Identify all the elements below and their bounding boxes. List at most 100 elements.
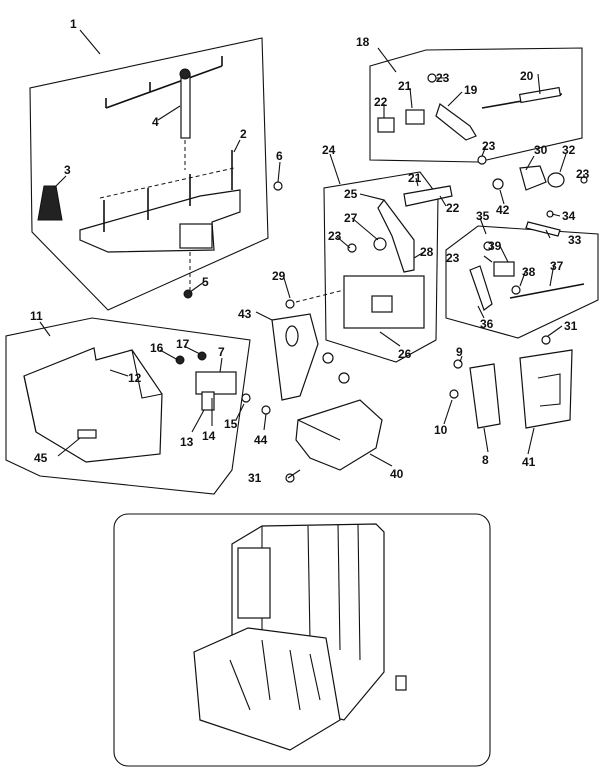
cover-40 <box>285 399 383 483</box>
callout-12: 12 <box>128 371 142 385</box>
screw-15 <box>241 393 251 403</box>
cover-slot <box>77 429 97 439</box>
link-33 <box>525 221 561 237</box>
collar-38 <box>511 285 521 295</box>
screw-23-top <box>427 73 437 83</box>
callout-8: 8 <box>482 453 489 467</box>
callout-36: 36 <box>480 317 494 331</box>
group-11-outline <box>5 317 251 495</box>
callout-25: 25 <box>344 187 358 201</box>
cover-40-body <box>295 399 383 471</box>
callout-23-c: 23 <box>576 167 590 181</box>
machine-side <box>237 547 271 619</box>
plate-43-hole <box>285 325 299 347</box>
spool-cap <box>37 185 63 221</box>
rod-tip <box>179 68 191 80</box>
callout-9: 9 <box>456 345 463 359</box>
group-1-thread-stand <box>29 37 283 311</box>
shaft-37 <box>509 283 585 299</box>
callout-41: 41 <box>522 455 536 469</box>
bracket-8 <box>469 363 501 429</box>
group-18-outline <box>369 47 583 163</box>
illustration-frame <box>113 513 491 767</box>
bushing-22 <box>377 117 395 133</box>
bracket-14 <box>195 371 237 395</box>
callout-7: 7 <box>218 345 225 359</box>
plate-43 <box>261 313 350 415</box>
callout-4: 4 <box>152 115 159 129</box>
callout-21-b: 21 <box>408 171 422 185</box>
callout-22-b: 22 <box>446 201 460 215</box>
callout-23-a: 23 <box>436 71 450 85</box>
screw-31-lower <box>285 473 295 483</box>
screw-16 <box>175 355 185 365</box>
callout-6: 6 <box>276 149 283 163</box>
leader-lines <box>39 29 585 479</box>
callout-31-a: 31 <box>564 319 578 333</box>
bracket-13 <box>201 391 215 411</box>
callout-32: 32 <box>562 143 576 157</box>
callout-23-b: 23 <box>482 139 496 153</box>
callout-38: 38 <box>522 265 536 279</box>
callout-37: 37 <box>550 259 564 273</box>
callout-14: 14 <box>202 429 216 443</box>
callout-40: 40 <box>390 467 404 481</box>
group-1-outline <box>29 37 269 311</box>
roller-32 <box>547 172 565 188</box>
screw-44 <box>261 405 271 415</box>
spool-pins <box>103 150 233 232</box>
callout-2: 2 <box>240 127 247 141</box>
callout-5: 5 <box>202 275 209 289</box>
plate-41-cutout <box>537 373 561 407</box>
callout-13: 13 <box>180 435 194 449</box>
drive-window <box>371 295 393 313</box>
bushing-39 <box>493 261 515 277</box>
nut-6 <box>273 181 283 191</box>
part-30 <box>519 165 547 191</box>
group-35-outline <box>445 225 599 339</box>
callout-11: 11 <box>30 309 43 323</box>
machine-base <box>193 627 341 751</box>
machine-mechanism <box>229 639 321 711</box>
screw-29 <box>285 299 295 309</box>
callout-3: 3 <box>64 163 71 177</box>
group-35-lower-looper <box>445 225 599 339</box>
group-24-outline <box>323 171 439 363</box>
cover-edges <box>23 349 163 433</box>
arm-25 <box>377 199 415 273</box>
callout-33: 33 <box>568 233 582 247</box>
group-11-front-cover <box>5 317 251 495</box>
nut-42 <box>492 178 504 190</box>
callout-24: 24 <box>322 143 336 157</box>
thread-guide-bar <box>105 56 223 109</box>
group-1-guides <box>99 140 235 292</box>
cover-40-edge <box>297 419 341 441</box>
callout-27: 27 <box>344 211 358 225</box>
arm-22 <box>403 185 453 207</box>
plate-41 <box>519 349 573 429</box>
callout-43: 43 <box>238 307 252 321</box>
callout-44: 44 <box>254 433 268 447</box>
callout-labels: 1 2 3 4 5 6 7 8 9 10 11 12 13 14 15 16 1… <box>30 17 590 485</box>
callout-30: 30 <box>534 143 548 157</box>
callout-1: 1 <box>70 17 77 31</box>
callout-18: 18 <box>356 35 370 49</box>
bushing-27 <box>373 237 387 251</box>
callout-10: 10 <box>434 423 448 437</box>
callout-20: 20 <box>520 69 534 83</box>
callout-28: 28 <box>420 245 434 259</box>
plate-43-body <box>271 313 319 401</box>
callout-23-e: 23 <box>328 229 342 243</box>
callout-42: 42 <box>496 203 510 217</box>
nut-plate <box>322 352 334 364</box>
callout-34: 34 <box>562 209 576 223</box>
callout-16: 16 <box>150 341 164 355</box>
telescopic-rod <box>180 73 191 139</box>
callout-23-d: 23 <box>446 251 460 265</box>
machine-badge <box>395 675 407 691</box>
callout-26: 26 <box>398 347 412 361</box>
callout-15: 15 <box>224 417 238 431</box>
screw-31-upper <box>541 335 551 345</box>
callout-35: 35 <box>476 209 490 223</box>
